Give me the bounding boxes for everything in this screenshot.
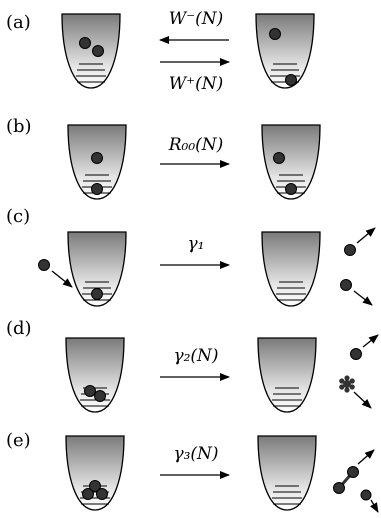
particle [91, 152, 103, 164]
particle [82, 488, 94, 500]
rate-label-c: γ₁ [188, 234, 205, 254]
panel-label-e: (e) [6, 430, 31, 451]
rate-label-e: γ₃(N) [173, 444, 218, 464]
panel-label-b: (b) [6, 116, 32, 137]
panel-e: (e) γ₃(N) [6, 430, 379, 513]
rate-label-b: R₀₀(N) [168, 135, 224, 155]
rate-label-d: γ₂(N) [173, 346, 218, 366]
trap-left-c [67, 231, 127, 307]
panel-a: (a) W⁻(N) W⁺(N) [6, 9, 315, 94]
escaping-particle [340, 279, 352, 291]
particle [91, 288, 103, 300]
trap-right-b [261, 124, 321, 200]
particle [273, 152, 285, 164]
escape-arrow [357, 449, 375, 465]
particle [91, 183, 103, 195]
particle [285, 183, 297, 195]
incoming-particle [38, 259, 50, 271]
trap-right-c [261, 231, 321, 307]
molecule-icon [333, 466, 359, 494]
incoming-arrow [51, 270, 73, 288]
particle [92, 45, 104, 57]
trap-left-a [61, 13, 121, 89]
escape-arrow [353, 290, 373, 306]
escape-arrow [362, 334, 379, 348]
particle [94, 390, 106, 402]
particle [84, 385, 96, 397]
escaping-particle [350, 348, 362, 360]
particle [269, 28, 281, 40]
rate-label-a-bottom: W⁺(N) [169, 74, 224, 94]
splat-icon [339, 375, 355, 393]
escape-arrow [370, 499, 379, 513]
panel-label-a: (a) [6, 12, 31, 33]
panel-label-c: (c) [6, 206, 30, 227]
particle [285, 74, 297, 86]
escape-arrow [356, 227, 376, 244]
particle [79, 37, 91, 49]
particle [96, 488, 108, 500]
panel-c: (c) γ₁ [6, 206, 376, 307]
escaping-particle [344, 244, 356, 256]
trap-left-d [65, 337, 125, 413]
trap-left-e [65, 435, 125, 511]
particle [89, 480, 101, 492]
trap-right-a [255, 13, 315, 89]
trap-right-d [257, 337, 317, 413]
escaping-particle [360, 489, 372, 501]
rate-label-a-top: W⁻(N) [169, 9, 224, 29]
escape-arrow [353, 391, 372, 409]
trap-right-e [257, 435, 317, 511]
panel-label-d: (d) [6, 318, 32, 339]
panel-b: (b) R₀₀(N) [6, 116, 321, 200]
panel-d: (d) γ₂(N) [6, 318, 379, 413]
trap-left-b [67, 124, 127, 200]
